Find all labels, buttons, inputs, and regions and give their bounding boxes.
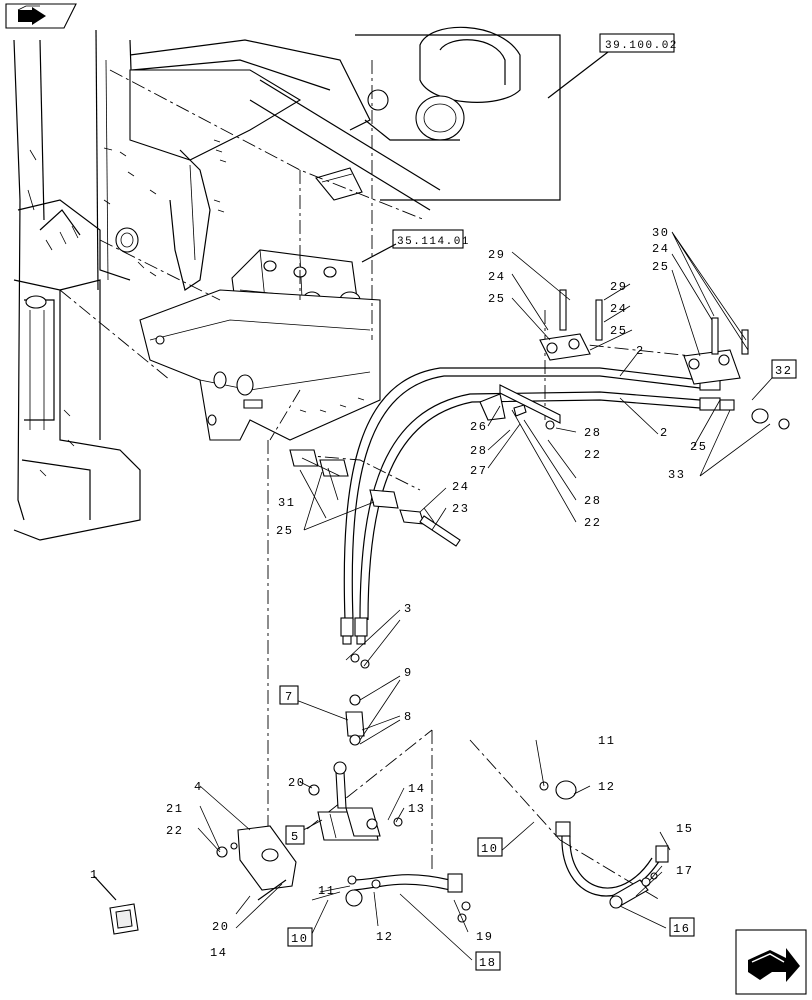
machine-frame	[13, 29, 141, 541]
callout-12a: 12	[598, 780, 615, 794]
callout-24b: 24	[610, 302, 627, 316]
callout-25e: 25	[276, 524, 293, 538]
rocker-switch	[93, 875, 139, 935]
solenoid-valve	[216, 653, 381, 901]
svg-text:5: 5	[291, 830, 300, 844]
callout-19: 19	[476, 930, 493, 944]
callout-11b: 11	[318, 884, 335, 898]
callout-3: 3	[404, 602, 413, 616]
lower-hoses	[345, 780, 669, 923]
ref-box-valve[interactable]: 35.114.01	[361, 229, 470, 263]
svg-text:18: 18	[479, 956, 496, 970]
callout-26: 26	[470, 420, 487, 434]
callout-labels: 29 24 25 29 24 25 2 30 24 25 2 25 33 26 …	[90, 226, 707, 960]
boom-arm	[103, 26, 561, 291]
callout-9: 9	[404, 666, 413, 680]
callout-12b: 12	[376, 930, 393, 944]
callout-17: 17	[676, 864, 693, 878]
callout-11a: 11	[598, 734, 615, 748]
boxed-16	[669, 917, 695, 937]
callout-13: 13	[408, 802, 425, 816]
callout-25b: 25	[610, 324, 627, 338]
callout-30: 30	[652, 226, 669, 240]
clamps-upper	[289, 289, 749, 547]
callout-29a: 29	[488, 248, 505, 262]
boxed-7	[279, 685, 299, 705]
boxed-callouts: 7 5 10 10 18 16 32	[279, 359, 797, 971]
callout-20a: 20	[288, 776, 305, 790]
ref-label-valve: 35.114.01	[397, 236, 470, 248]
boxed-10b	[287, 927, 313, 947]
boxed-32	[771, 359, 797, 379]
callout-21: 21	[166, 802, 183, 816]
svg-text:16: 16	[673, 922, 690, 936]
callout-29b: 29	[610, 280, 627, 294]
callout-22b: 22	[584, 516, 601, 530]
callout-28a: 28	[470, 444, 487, 458]
callout-31: 31	[278, 496, 295, 510]
callout-25d: 25	[690, 440, 707, 454]
callout-27: 27	[470, 464, 487, 478]
callout-23: 23	[452, 502, 469, 516]
leader-lines	[197, 231, 771, 961]
boxed-10a	[477, 837, 503, 857]
callout-2b: 2	[660, 426, 669, 440]
callout-14b: 14	[210, 946, 227, 960]
hose-assembly	[340, 367, 790, 645]
valve-block	[139, 249, 381, 441]
callout-1: 1	[90, 868, 99, 882]
callout-25a: 25	[488, 292, 505, 306]
callout-28b: 28	[584, 426, 601, 440]
ref-label-frame: 39.100.02	[605, 40, 678, 52]
center-lines	[59, 60, 731, 901]
callout-4: 4	[194, 780, 203, 794]
next-page-icon[interactable]	[735, 929, 807, 995]
callout-20b: 20	[212, 920, 229, 934]
ref-box-frame[interactable]: 39.100.02	[547, 33, 678, 99]
callout-15: 15	[676, 822, 693, 836]
callout-2a: 2	[636, 344, 645, 358]
svg-text:10: 10	[291, 932, 308, 946]
callout-22c: 22	[166, 824, 183, 838]
callout-8: 8	[404, 710, 413, 724]
callout-14a: 14	[408, 782, 425, 796]
svg-text:32: 32	[775, 364, 792, 378]
svg-text:10: 10	[481, 842, 498, 856]
callout-22a: 22	[584, 448, 601, 462]
callout-25c: 25	[652, 260, 669, 274]
boxed-18	[475, 951, 501, 971]
boxed-5	[285, 825, 305, 845]
svg-text:7: 7	[285, 690, 294, 704]
back-arrow-icon[interactable]	[5, 3, 77, 29]
callout-24d: 24	[452, 480, 469, 494]
callout-24c: 24	[652, 242, 669, 256]
callout-33: 33	[668, 468, 685, 482]
callout-24a: 24	[488, 270, 505, 284]
callout-28c: 28	[584, 494, 601, 508]
